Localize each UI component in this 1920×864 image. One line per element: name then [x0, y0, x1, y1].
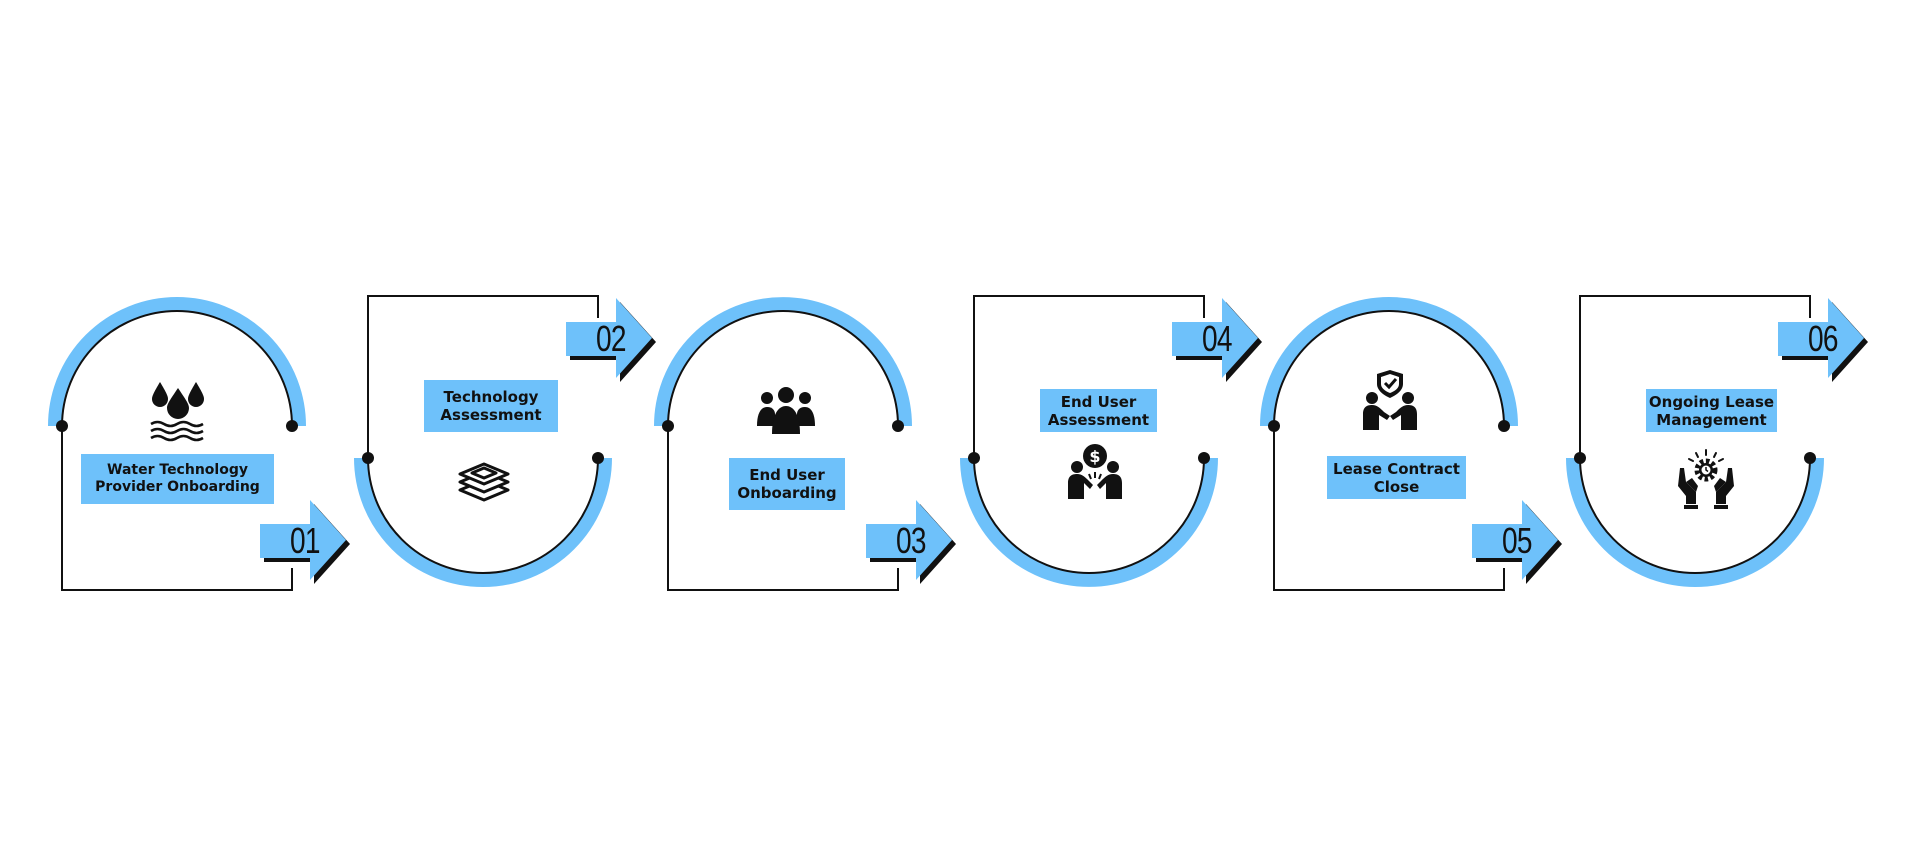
- step-3-label-line1: End User: [749, 466, 825, 484]
- step-2-number: 02: [596, 318, 626, 359]
- step-5-label-line1: Lease Contract: [1333, 459, 1460, 478]
- step-3-label-line2: Onboarding: [737, 484, 837, 502]
- step-5-label-line2: Close: [1373, 477, 1420, 496]
- step-1-label-line2: Provider Onboarding: [95, 479, 260, 495]
- step-4-label-line1: End User: [1060, 392, 1137, 411]
- step-3-shape: [654, 297, 956, 591]
- step-6-label-line2: Management: [1656, 410, 1767, 429]
- step-1-label-line1: Water Technology: [107, 462, 248, 479]
- step-4-label: End User Assessment: [1040, 389, 1157, 432]
- step-3-label: End User Onboarding: [729, 458, 845, 510]
- hands-gear-icon: [1678, 449, 1734, 509]
- step-2-label-line2: Assessment: [440, 406, 542, 424]
- step-1-shape: [48, 297, 350, 591]
- step-6-label-line1: Ongoing Lease: [1648, 392, 1775, 411]
- shield-handshake-icon: [1363, 370, 1417, 430]
- svg-text:$: $: [1089, 447, 1100, 466]
- step-2-shape: [354, 295, 656, 587]
- step-2-label: Technology Assessment: [424, 380, 558, 432]
- step-2-label-line1: Technology: [443, 388, 539, 406]
- step-5-label: Lease Contract Close: [1327, 456, 1466, 499]
- step-3-number: 03: [896, 520, 926, 561]
- step-6-number: 06: [1808, 318, 1838, 359]
- step-4-label-line2: Assessment: [1047, 410, 1150, 429]
- layers-icon: [458, 462, 510, 502]
- step-1-label: Water Technology Provider Onboarding: [81, 454, 274, 504]
- water-drops-icon: [150, 382, 204, 442]
- step-5-number: 05: [1502, 520, 1532, 561]
- step-5-shape: [1260, 297, 1562, 591]
- step-4-shape: [960, 295, 1262, 587]
- users-group-icon: [757, 387, 815, 434]
- step-4-number: 04: [1202, 318, 1232, 359]
- money-handshake-icon: $: [1068, 444, 1122, 499]
- step-6-shape: [1566, 295, 1868, 587]
- step-6-label: Ongoing Lease Management: [1646, 389, 1777, 432]
- step-1-number: 01: [290, 520, 320, 561]
